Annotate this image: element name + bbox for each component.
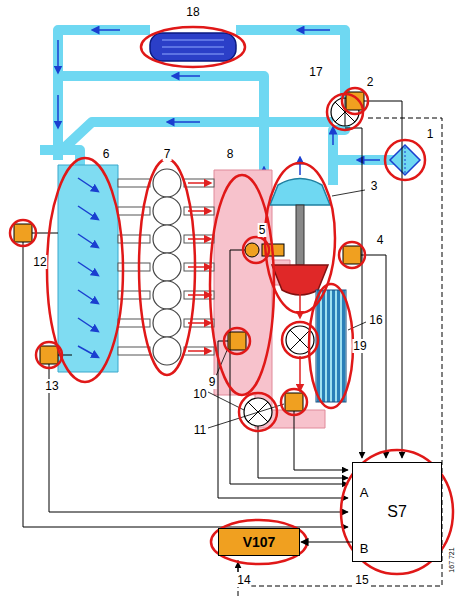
callout-number: 11 <box>193 423 207 437</box>
callout-number: 3 <box>370 179 379 193</box>
callout-number: 18 <box>185 5 200 19</box>
cylinder-row <box>118 169 214 365</box>
reference-number: 167 721 <box>447 546 456 573</box>
pin-name: A <box>359 485 370 500</box>
radiator <box>316 290 346 402</box>
callout-number: 12 <box>32 255 47 269</box>
signal-wire <box>23 101 402 527</box>
intake-manifold <box>58 165 118 372</box>
callout-number: 13 <box>44 379 59 393</box>
air-filter <box>405 147 406 173</box>
callout-number: 19 <box>352 339 367 353</box>
callout-number: 17 <box>308 65 323 79</box>
node-label: S7 <box>387 503 407 521</box>
callout-number: 14 <box>236 573 251 587</box>
flow-arrow <box>299 292 301 315</box>
compressor <box>270 179 330 206</box>
callout-number: 8 <box>226 147 235 161</box>
control-valve: V107 <box>218 528 300 556</box>
turbo-shaft <box>296 205 304 265</box>
air-filter <box>390 145 420 175</box>
callout-number: 15 <box>354 573 369 587</box>
pin-name: B <box>359 541 370 556</box>
callout-number: 16 <box>368 313 383 327</box>
intercooler <box>162 40 224 54</box>
node-label: V107 <box>243 534 276 550</box>
callout-number: 5 <box>258 223 267 237</box>
flow-arrow <box>78 178 96 356</box>
callout-number: 9 <box>208 375 217 389</box>
highlight-ellipse <box>10 27 453 574</box>
callout-number: 2 <box>366 75 375 89</box>
callout-number: 1 <box>426 127 435 141</box>
bypass-flap <box>290 330 310 350</box>
callout-number: 7 <box>163 147 172 161</box>
control-signal <box>301 541 352 542</box>
callout-number: 6 <box>102 147 111 161</box>
callout-number: 10 <box>192 387 207 401</box>
flow-arrow <box>299 356 301 388</box>
callout-number: 4 <box>376 233 385 247</box>
wastegate-actuator <box>245 243 259 257</box>
sensor <box>14 92 364 411</box>
intercooler <box>150 33 236 61</box>
